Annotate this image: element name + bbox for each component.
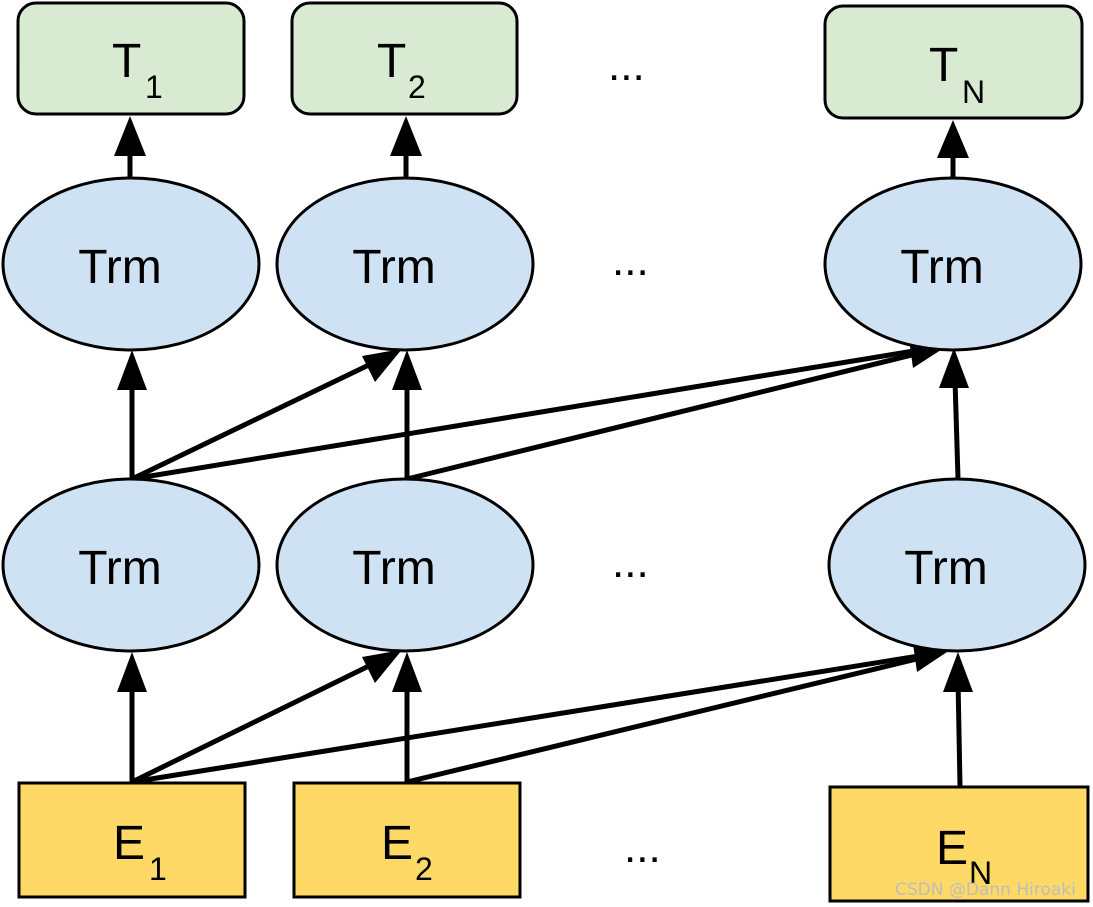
trm-label: Trm — [78, 241, 162, 294]
arrowhead-u2-bottom-diag — [362, 349, 402, 382]
arrowheads — [114, 116, 973, 692]
arrow-eN-to-trmN — [955, 679, 963, 787]
upper-trm-node-2: Trm — [275, 176, 535, 352]
input-label-main: E — [936, 822, 968, 875]
output-label-sub: N — [962, 74, 985, 110]
output-label-main: T — [377, 35, 406, 88]
upper-layer-ellipsis: ... — [612, 236, 649, 285]
arrowhead-trm2-bottom — [392, 652, 422, 692]
output-node-tN: T N — [823, 4, 1084, 120]
watermark: CSDN @Dann Hiroaki — [895, 880, 1076, 900]
lower-trm-node-2: Trm — [275, 477, 535, 653]
input-label-main: E — [113, 817, 145, 870]
arrows — [127, 145, 963, 787]
output-label-sub: 1 — [145, 69, 163, 105]
trm-label: Trm — [352, 542, 436, 595]
arrowhead-u2-bottom — [392, 350, 422, 390]
arrow-lN-to-uN — [952, 379, 961, 479]
lower-transformer-layer: Trm Trm ... Trm — [1, 477, 1087, 653]
arrowhead-trm1-bottom — [117, 652, 147, 692]
arrowhead-uN-bottom — [939, 348, 969, 388]
trm-label: Trm — [900, 241, 984, 294]
arrowhead-t2 — [390, 116, 422, 156]
output-node-t1: T 1 — [16, 1, 246, 116]
output-row: T 1 T 2 ... T N — [16, 1, 1084, 120]
output-label-sub: 2 — [408, 69, 426, 105]
input-label-sub: 2 — [415, 851, 433, 887]
trm-label: Trm — [904, 542, 988, 595]
arrow-e2-to-trmN — [406, 654, 926, 785]
arrowhead-t1 — [114, 116, 146, 156]
lower-trm-node-1: Trm — [1, 477, 261, 653]
arrowhead-trm2-bottom-diag — [362, 650, 402, 683]
lower-trm-node-N: Trm — [827, 477, 1087, 653]
trm-label: Trm — [352, 241, 436, 294]
arrow-e1-to-trmN — [131, 652, 926, 785]
input-label-sub: 1 — [149, 851, 167, 887]
lower-layer-ellipsis: ... — [612, 538, 649, 587]
upper-trm-node-N: Trm — [823, 176, 1083, 352]
arrow-e1-to-trm2 — [130, 660, 377, 785]
input-ellipsis: ... — [624, 823, 661, 872]
arrowhead-trmN-bottom — [943, 652, 973, 692]
output-node-t2: T 2 — [290, 1, 519, 116]
trm-label: Trm — [78, 542, 162, 595]
output-ellipsis: ... — [608, 41, 645, 90]
output-label-main: T — [929, 39, 958, 92]
arrowhead-tN — [937, 120, 969, 158]
upper-trm-node-1: Trm — [1, 176, 261, 352]
arrowhead-u1-bottom — [117, 350, 147, 390]
input-label-sub: N — [969, 855, 992, 891]
upper-transformer-layer: Trm Trm ... Trm — [1, 176, 1083, 352]
input-node-e1: E 1 — [17, 781, 247, 899]
arrow-l1-to-uN — [131, 347, 921, 482]
input-node-e2: E 2 — [292, 781, 522, 899]
input-label-main: E — [381, 817, 413, 870]
input-row: E 1 E 2 ... E N — [17, 781, 1090, 903]
arrow-l2-to-uN — [406, 350, 921, 482]
output-label-main: T — [112, 35, 141, 88]
input-node-eN: E N — [828, 785, 1090, 903]
arrow-l1-to-u2 — [130, 359, 377, 482]
